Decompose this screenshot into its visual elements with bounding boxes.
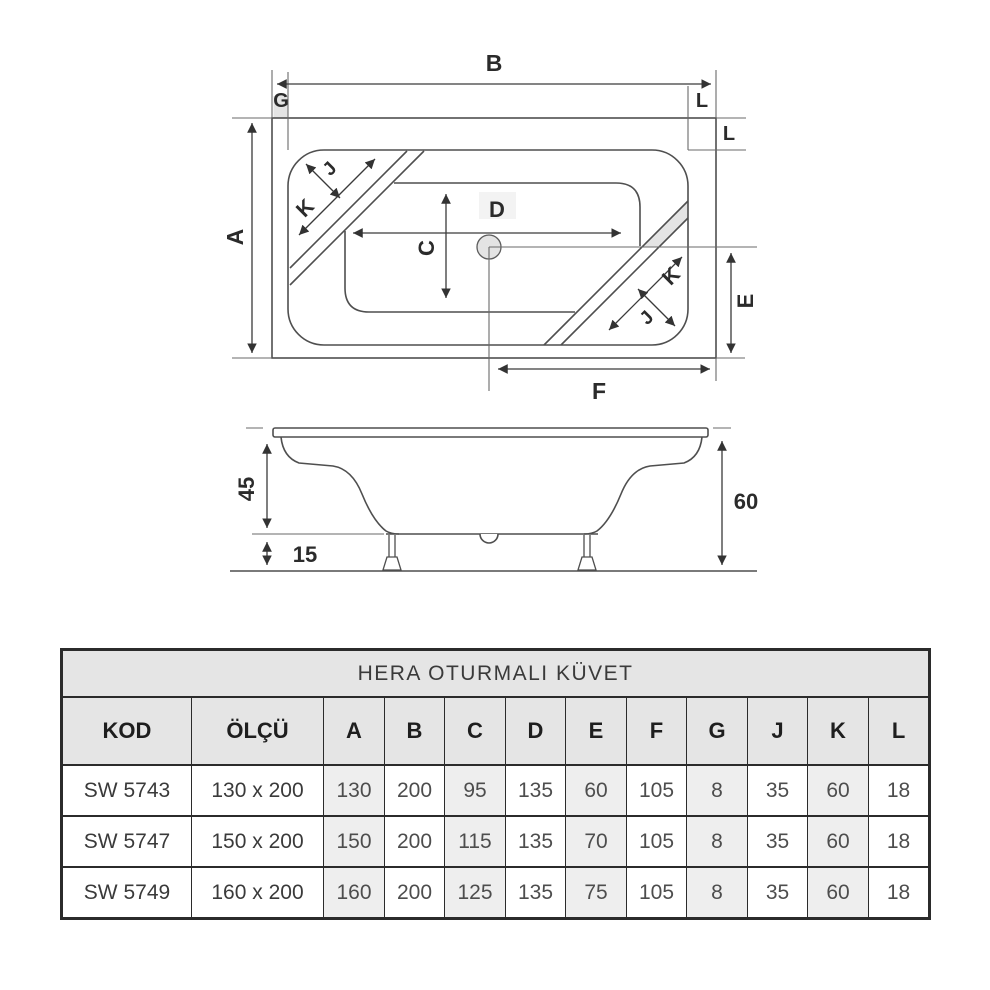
cell-j: 35 [747, 815, 808, 868]
table-row: SW 5743 130 x 200 130 200 95 135 60 105 … [61, 764, 931, 817]
dim-60-label: 60 [734, 489, 758, 514]
col-header-j: J [747, 696, 808, 766]
table-row: SW 5749 160 x 200 160 200 125 135 75 105… [61, 866, 931, 920]
cell-c: 115 [444, 815, 506, 868]
dim-f-label: F [592, 378, 606, 404]
basin-edge-bottom-left [344, 231, 575, 313]
cell-g: 8 [686, 764, 748, 817]
drain-center-lines [488, 246, 757, 391]
drain [476, 234, 757, 391]
cell-k: 60 [807, 815, 869, 868]
cell-k: 60 [807, 764, 869, 817]
left-wall-profile [280, 436, 400, 535]
cell-c: 95 [444, 764, 506, 817]
left-foot [382, 556, 402, 571]
cell-kod: SW 5749 [61, 866, 192, 920]
side-view: 45 15 60 [230, 427, 758, 572]
cell-d: 135 [505, 866, 566, 920]
cell-d: 135 [505, 764, 566, 817]
cell-e: 75 [565, 866, 627, 920]
table-header-row: KOD ÖLÇÜ A B C D E F G J K L [61, 696, 931, 766]
cell-f: 105 [626, 815, 687, 868]
dim-l-right-label: L [696, 90, 708, 112]
col-header-kod: KOD [61, 696, 192, 766]
cell-olcu: 150 x 200 [191, 815, 324, 868]
table-row: SW 5747 150 x 200 150 200 115 135 70 105… [61, 815, 931, 868]
rim-slab [272, 427, 709, 438]
dim-15-label: 15 [293, 542, 317, 567]
dim-a-label: A [222, 229, 248, 246]
right-wall-profile [583, 436, 703, 535]
col-header-g: G [686, 696, 748, 766]
dim-k-bottom-right-label: K [658, 263, 685, 290]
basin-edge-top-right [394, 182, 641, 246]
cell-f: 105 [626, 764, 687, 817]
side-extension-lines [246, 427, 731, 535]
dim-k-top-left-label: K [292, 195, 319, 222]
cell-j: 35 [747, 866, 808, 920]
col-header-l: L [867, 696, 931, 766]
cell-g: 8 [686, 815, 748, 868]
dim-j-bottom-right-label: J [636, 307, 658, 329]
cell-j: 35 [747, 764, 808, 817]
dim-j-top-left-label: J [319, 158, 341, 180]
cell-g: 8 [686, 866, 748, 920]
cell-a: 150 [323, 815, 385, 868]
cell-olcu: 130 x 200 [191, 764, 324, 817]
dim-g-label: G [273, 90, 289, 112]
col-header-d: D [505, 696, 566, 766]
dim-e-label: E [733, 294, 758, 309]
col-header-f: F [626, 696, 687, 766]
side-dimension-arrows [262, 441, 727, 565]
table-title: HERA OTURMALI KÜVET [60, 648, 931, 698]
dim-d-label: D [489, 197, 505, 222]
cell-e: 60 [565, 764, 627, 817]
cell-l: 18 [867, 866, 931, 920]
cell-a: 160 [323, 866, 385, 920]
left-leg [388, 535, 396, 557]
cell-b: 200 [384, 815, 445, 868]
col-header-olcu: ÖLÇÜ [191, 696, 324, 766]
cell-kod: SW 5747 [61, 815, 192, 868]
cell-d: 135 [505, 815, 566, 868]
table-title-row: HERA OTURMALI KÜVET [60, 648, 931, 698]
cell-c: 125 [444, 866, 506, 920]
cell-b: 200 [384, 866, 445, 920]
tub-outer-edge [271, 117, 717, 359]
spec-table: HERA OTURMALI KÜVET KOD ÖLÇÜ A B C D E F… [60, 648, 932, 920]
right-foot [577, 556, 597, 571]
dim-b-label: B [486, 50, 503, 76]
drain-bump [479, 533, 499, 544]
right-leg [583, 535, 591, 557]
col-header-c: C [444, 696, 506, 766]
technical-drawing: B G L L A K J D C K J E F [222, 50, 758, 572]
cell-l: 18 [867, 764, 931, 817]
col-header-a: A [323, 696, 385, 766]
extension-lines [232, 70, 746, 381]
gap-g-shading [273, 96, 288, 118]
dim-l-top-label: L [723, 123, 735, 145]
cell-kod: SW 5743 [61, 764, 192, 817]
cell-k: 60 [807, 866, 869, 920]
cell-a: 130 [323, 764, 385, 817]
plan-view: B G L L A K J D C K J E F [222, 50, 758, 404]
side-outline [230, 427, 757, 572]
col-header-b: B [384, 696, 445, 766]
dim-j-arrow-bottom-right [637, 288, 676, 327]
cell-olcu: 160 x 200 [191, 866, 324, 920]
spec-table-container: HERA OTURMALI KÜVET KOD ÖLÇÜ A B C D E F… [60, 648, 932, 920]
dim-j-arrow-top-left [305, 163, 341, 199]
cell-e: 70 [565, 815, 627, 868]
label-d-backdrop [479, 192, 516, 219]
col-header-k: K [807, 696, 869, 766]
cell-l: 18 [867, 815, 931, 868]
col-header-e: E [565, 696, 627, 766]
dim-45-label: 45 [234, 477, 259, 501]
dim-c-label: C [414, 240, 439, 256]
cell-f: 105 [626, 866, 687, 920]
cell-b: 200 [384, 764, 445, 817]
dimension-arrows [247, 79, 736, 374]
